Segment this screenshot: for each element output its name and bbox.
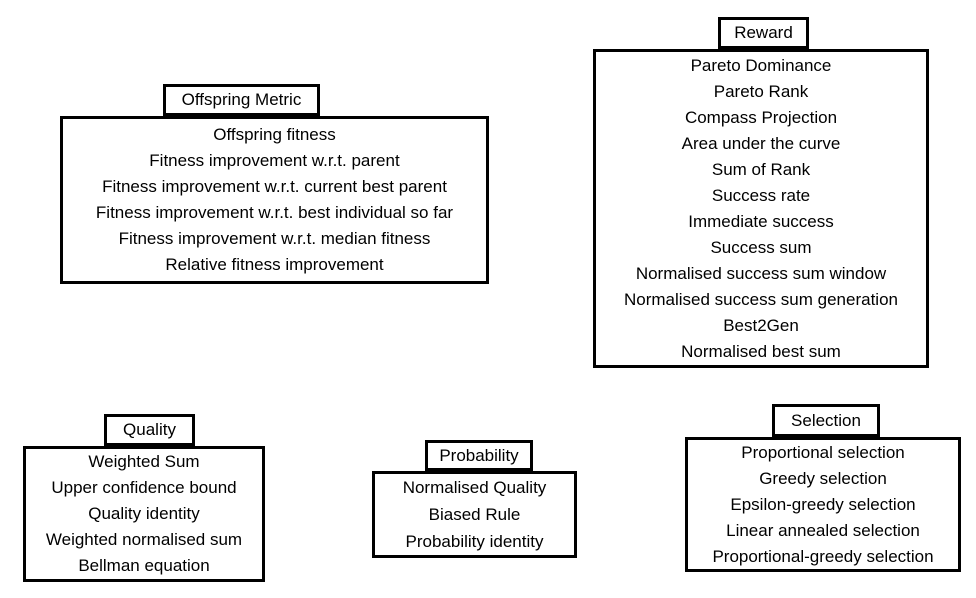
list-item: Pareto Rank (713, 81, 809, 101)
list-item: Proportional-greedy selection (712, 546, 934, 566)
list-item: Fitness improvement w.r.t. median fitnes… (118, 229, 431, 248)
list-item: Area under the curve (681, 133, 841, 153)
list-item: Fitness improvement w.r.t. best individu… (95, 203, 454, 222)
group-title-probability: Probability (425, 440, 533, 471)
group-title-quality: Quality (104, 414, 195, 446)
list-item: Epsilon-greedy selection (730, 494, 916, 514)
list-item: Offspring fitness (213, 125, 336, 144)
group-title-offspring-metric: Offspring Metric (163, 84, 320, 116)
list-item: Biased Rule (428, 505, 521, 524)
list-item: Greedy selection (759, 468, 887, 488)
list-item: Normalised best sum (681, 341, 841, 361)
list-item: Best2Gen (723, 315, 799, 335)
list-item: Normalised success sum generation (623, 289, 898, 309)
list-item: Relative fitness improvement (165, 255, 384, 274)
list-item: Fitness improvement w.r.t. current best … (102, 177, 447, 196)
group-title-reward: Reward (718, 17, 809, 49)
list-item: Probability identity (405, 532, 544, 551)
list-item: Normalised Quality (402, 478, 547, 497)
list-item: Compass Projection (684, 107, 838, 127)
list-item: Weighted Sum (88, 452, 200, 471)
list-item: Bellman equation (78, 556, 210, 575)
list-item: Quality identity (88, 504, 200, 523)
list-item: Immediate success (688, 211, 834, 231)
list-item: Upper confidence bound (51, 478, 237, 497)
list-item: Success rate (711, 185, 811, 205)
list-item: Fitness improvement w.r.t. parent (149, 151, 400, 170)
list-item: Sum of Rank (711, 159, 811, 179)
list-item: Weighted normalised sum (45, 530, 243, 549)
list-item: Pareto Dominance (690, 55, 832, 75)
list-item: Success sum (710, 237, 812, 257)
group-title-selection: Selection (772, 404, 880, 437)
list-item: Proportional selection (741, 442, 905, 462)
list-item: Linear annealed selection (726, 520, 920, 540)
list-item: Normalised success sum window (635, 263, 887, 283)
